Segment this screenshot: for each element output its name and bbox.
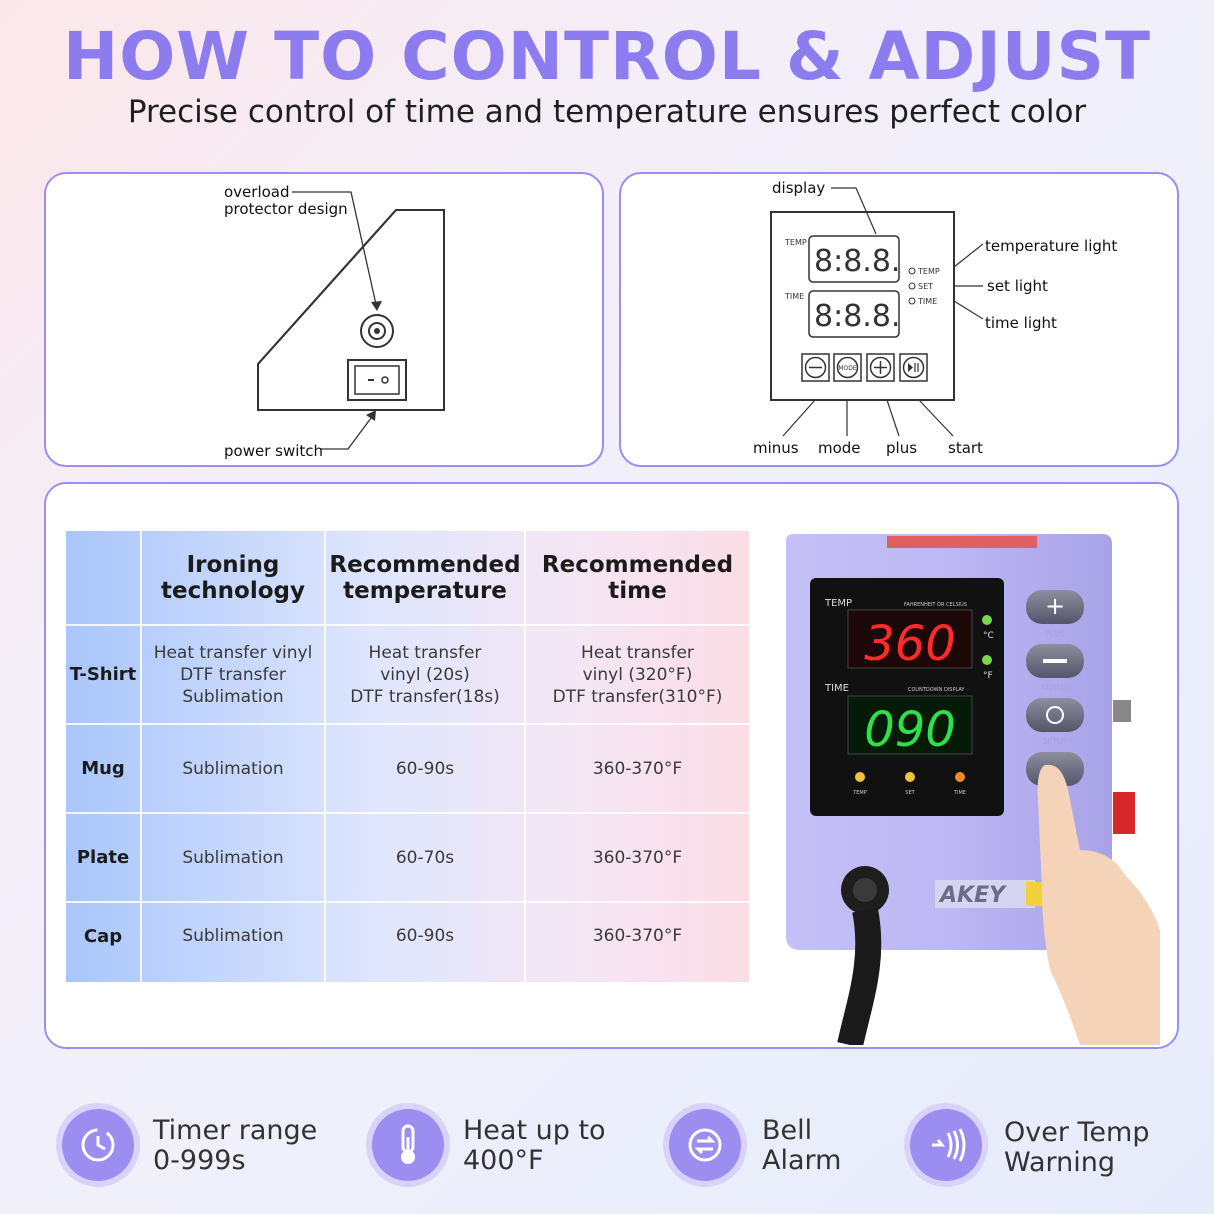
cell-mug-time: 360-370°F <box>592 758 683 779</box>
cell-mug-temp: 60-90s <box>395 758 455 779</box>
start-button-icon <box>899 353 928 382</box>
minus-label: minus <box>753 439 799 457</box>
cell-cap-time: 360-370°F <box>592 926 683 946</box>
cell-mug-tech: Sublimation <box>182 758 284 779</box>
feature-timer-line1: Timer range <box>153 1115 318 1146</box>
device-celsius: °C <box>983 631 994 641</box>
overload-protector-icon <box>360 314 394 348</box>
cell-plate-tech: Sublimation <box>182 847 284 868</box>
row-label-tshirt: T-Shirt <box>69 664 137 685</box>
device-time-value: 090 <box>864 702 956 758</box>
cell-tshirt-temp: Heat transfer vinyl (20s) DTF transfer(1… <box>350 642 500 707</box>
cell-cap-temp: 60-90s <box>395 926 455 946</box>
mode-label: mode <box>818 439 861 457</box>
thermometer-icon <box>372 1109 444 1181</box>
device-ind-set: SET <box>905 790 915 796</box>
digits-top: 8:8.8. <box>814 244 900 279</box>
recommended-settings-table: Ironing technology Recommended temperatu… <box>66 531 749 982</box>
feature-heat-line1: Heat up to <box>463 1115 606 1146</box>
display-label: display <box>772 179 826 197</box>
feature-timer-line2: 0-999s <box>153 1145 246 1176</box>
warning-icon <box>910 1109 982 1181</box>
set-light-label: set light <box>987 277 1048 295</box>
control-panel-drawing: TEMP TIME 8:8.8. 8:8.8. TEMP SET TIME MO… <box>770 187 984 437</box>
header-recommended-time: Recommended time <box>541 551 734 604</box>
feature-bell-line1: Bell <box>762 1115 813 1146</box>
header-recommended-temperature: Recommended temperature <box>329 551 521 604</box>
plus-label: plus <box>886 439 918 457</box>
feature-over-temp: Over Temp Warning <box>1004 1118 1149 1178</box>
clock-icon <box>62 1109 134 1181</box>
header-ironing-technology: Ironing technology <box>161 551 305 604</box>
start-label: start <box>948 439 983 457</box>
cell-plate-time: 360-370°F <box>592 847 683 868</box>
feature-heat-line2: 400°F <box>463 1145 544 1176</box>
page-title: HOW TO CONTROL & ADJUST <box>62 18 1152 95</box>
indicator-temp-text: TEMP <box>917 267 940 276</box>
feature-bell: Bell Alarm <box>762 1116 841 1176</box>
feature-timer: Timer range 0-999s <box>153 1116 317 1176</box>
time-light-label: time light <box>985 314 1057 332</box>
bell-alarm-icon <box>669 1109 741 1181</box>
page-subtitle: Precise control of time and temperature … <box>127 94 1087 130</box>
cell-tshirt-tech: Heat transfer vinyl DTF transfer Sublima… <box>153 642 313 707</box>
minus-button-icon <box>801 353 830 382</box>
display-bottom-time-small: TIME <box>784 292 804 301</box>
row-label-mug: Mug <box>81 758 125 779</box>
power-side-drawing <box>257 191 445 450</box>
device-countdown-label: COUNTDOWN DISPLAY <box>908 687 965 693</box>
heat-press-controller-image: TEMP FAHRENHEIT OR CELSIUS 360 °C °F TIM… <box>786 534 1160 1045</box>
device-temp-label: TEMP <box>824 598 852 609</box>
device-setup-label: SETUP <box>1042 737 1068 746</box>
feature-over-temp-line1: Over Temp <box>1004 1117 1150 1148</box>
svg-text:+: + <box>1045 592 1065 620</box>
device-fahrenheit: °F <box>983 671 993 681</box>
overload-label: overload <box>224 183 290 201</box>
power-switch-icon <box>347 359 407 401</box>
cell-cap-tech: Sublimation <box>182 926 284 946</box>
mode-button-icon: MODE <box>833 353 862 382</box>
row-label-cap: Cap <box>83 925 123 947</box>
device-ind-time: TIME <box>953 790 966 796</box>
feature-over-temp-line2: Warning <box>1004 1147 1116 1178</box>
svg-text:MODE: MODE <box>838 365 857 372</box>
row-label-plate: Plate <box>76 847 130 868</box>
cell-tshirt-time: Heat transfer vinyl (320°F) DTF transfer… <box>552 642 723 707</box>
device-scale-label: FAHRENHEIT OR CELSIUS <box>904 602 967 608</box>
indicator-time-text: TIME <box>917 297 937 306</box>
cell-plate-temp: 60-70s <box>395 847 455 868</box>
display-top-temp-small: TEMP <box>784 238 807 247</box>
feature-heat: Heat up to 400°F <box>463 1116 606 1176</box>
digits-bottom: 8:8.8. <box>814 299 900 334</box>
overload-label-2: protector design <box>224 200 348 218</box>
plus-button-icon <box>866 353 895 382</box>
indicator-set-text: SET <box>918 282 933 291</box>
device-time-label: TIME <box>824 683 849 694</box>
device-brand: AKEY <box>938 883 1007 908</box>
device-minus-label: MINUS <box>1042 683 1068 692</box>
device-temp-value: 360 <box>864 616 956 672</box>
device-plus-label: PLUS <box>1045 629 1065 638</box>
temperature-light-label: temperature light <box>985 237 1118 255</box>
feature-bell-line2: Alarm <box>762 1145 842 1176</box>
power-panel-diagram: overload protector design power switch <box>44 172 604 467</box>
control-panel-diagram: TEMP TIME 8:8.8. 8:8.8. TEMP SET TIME MO… <box>619 172 1179 467</box>
power-switch-label: power switch <box>224 442 324 460</box>
device-ind-temp: TEMP <box>852 790 867 796</box>
